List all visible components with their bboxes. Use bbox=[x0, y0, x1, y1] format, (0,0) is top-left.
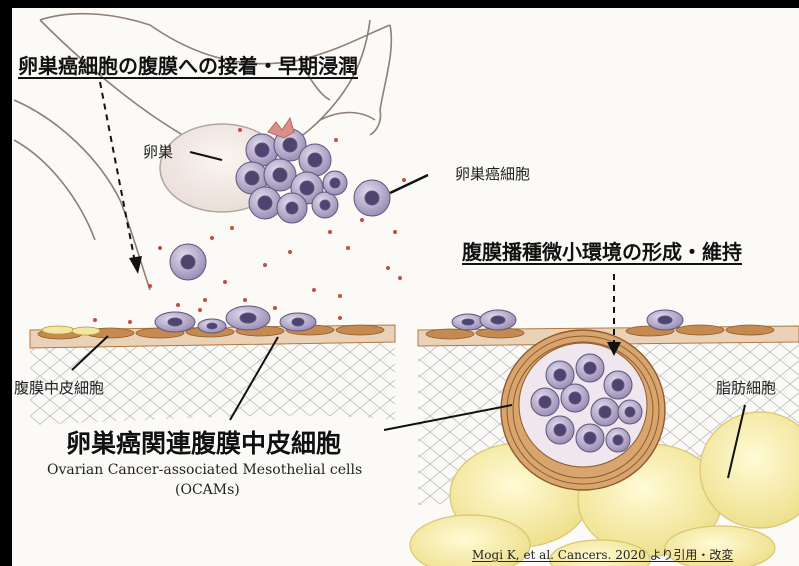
heading-microenvironment: 腹膜播種微小環境の形成・維持 bbox=[462, 236, 742, 265]
cancer-cell-leader bbox=[390, 175, 428, 193]
label-ocam-abbreviation: (OCAMs) bbox=[175, 482, 240, 498]
heading-attachment: 卵巣癌細胞の腹膜への接着・早期浸潤 bbox=[18, 50, 358, 79]
tumor-cluster bbox=[236, 129, 347, 223]
label-ocam-japanese: 卵巣癌関連腹膜中皮細胞 bbox=[66, 424, 341, 460]
label-peritoneal-mesothelial-cell: 腹膜中皮細胞 bbox=[14, 377, 104, 398]
label-ovarian-cancer-cell: 卵巣癌細胞 bbox=[455, 163, 530, 184]
citation: Mogi K, et al. Cancers. 2020 より引用・改変 bbox=[472, 546, 733, 563]
left-tissue bbox=[30, 306, 395, 425]
dashed-arrow-right bbox=[607, 274, 621, 356]
top-frame bbox=[0, 0, 799, 8]
label-adipocyte: 脂肪細胞 bbox=[716, 377, 776, 398]
right-tissue bbox=[410, 310, 799, 566]
label-ovary: 卵巣 bbox=[143, 141, 173, 162]
left-frame bbox=[0, 0, 12, 566]
label-ocam-english: Ovarian Cancer-associated Mesothelial ce… bbox=[47, 462, 362, 478]
